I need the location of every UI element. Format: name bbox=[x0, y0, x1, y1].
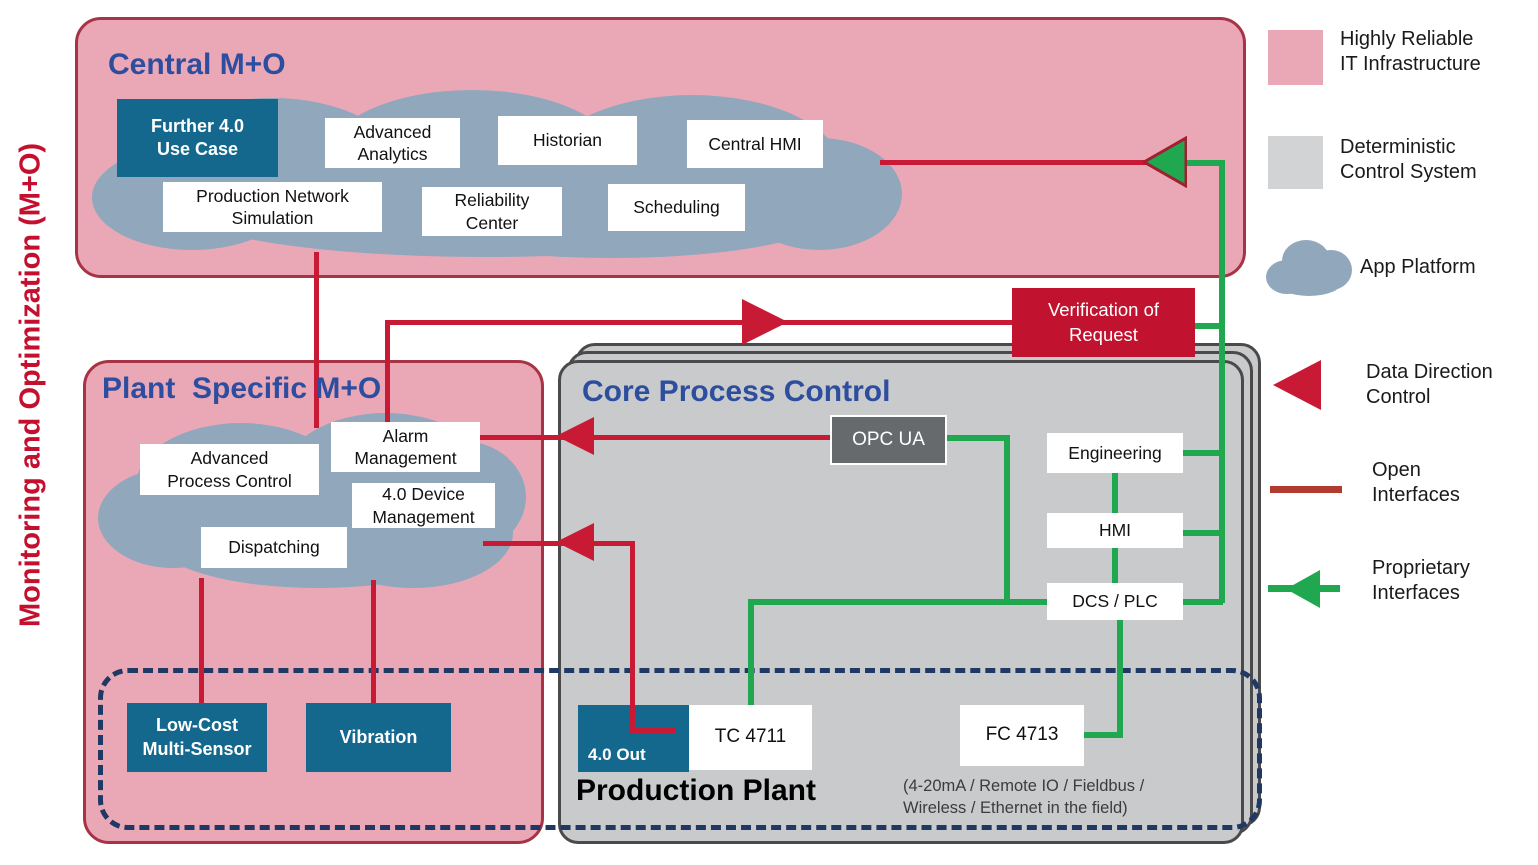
legend-gray-swatch-icon bbox=[1268, 136, 1323, 189]
field-level-dashed-boundary bbox=[98, 668, 1262, 830]
red-connector-to-verification bbox=[387, 320, 1012, 325]
green-connector-opcua-right bbox=[943, 435, 1010, 441]
engineering-box: Engineering bbox=[1047, 433, 1183, 473]
verification-of-request-box: Verification of Request bbox=[1012, 288, 1195, 357]
fc-4713-box: FC 4713 bbox=[960, 705, 1084, 766]
dispatching-box: Dispatching bbox=[201, 527, 347, 568]
opc-ua-box: OPC UA bbox=[830, 415, 947, 465]
historian-box: Historian bbox=[498, 116, 637, 165]
data-direction-arrow-left-icon bbox=[556, 417, 594, 455]
green-connector-verification bbox=[1195, 323, 1219, 329]
green-connector-eng-hmi bbox=[1112, 473, 1118, 513]
fieldbus-note: (4-20mA / Remote IO / Fieldbus / Wireles… bbox=[903, 777, 1145, 818]
green-connector-dcs bbox=[1183, 599, 1223, 605]
legend-proprietary-arrow-icon bbox=[1286, 570, 1320, 608]
data-direction-arrow-left-icon bbox=[556, 523, 594, 561]
red-connector-alarm-up bbox=[385, 320, 390, 422]
red-connector-vibration-sensor bbox=[371, 580, 376, 707]
legend-app-platform-label: App Platform bbox=[1360, 256, 1476, 278]
red-connector-central-hmi bbox=[880, 160, 1147, 165]
central-hmi-box: Central HMI bbox=[687, 120, 823, 168]
vibration-box: Vibration bbox=[306, 703, 451, 772]
legend-pink-swatch-icon bbox=[1268, 30, 1323, 85]
production-network-simulation-box: Production Network Simulation bbox=[163, 182, 382, 232]
legend-open-interfaces-line-icon bbox=[1270, 486, 1342, 493]
legend-data-direction-arrow-icon bbox=[1273, 360, 1321, 410]
green-connector-dcs-down bbox=[1117, 620, 1123, 738]
legend-it-infrastructure-label: Highly Reliable IT Infrastructure bbox=[1340, 28, 1481, 75]
legend-cloud-icon bbox=[1266, 238, 1354, 298]
green-connector-to-fc4713 bbox=[1084, 732, 1123, 738]
red-connector-down-to-40out bbox=[630, 541, 635, 733]
green-connector-hmi-dcs bbox=[1112, 548, 1118, 583]
legend-data-direction-label: Data Direction Control bbox=[1366, 361, 1493, 408]
device-management-box: 4.0 Device Management bbox=[352, 483, 495, 528]
plant-specific-mo-title: Plant Specific M+O bbox=[102, 372, 382, 405]
tc-4711-box: TC 4711 bbox=[689, 705, 812, 770]
green-connector-triangle-stub bbox=[1183, 160, 1219, 166]
dcs-plc-box: DCS / PLC bbox=[1047, 583, 1183, 620]
green-connector-to-tc4711 bbox=[748, 599, 754, 705]
monitoring-optimization-vertical-title: Monitoring and Optimization (M+O) bbox=[14, 142, 47, 628]
red-connector-lowcost-sensor bbox=[199, 578, 204, 705]
green-connector-hmi bbox=[1183, 530, 1219, 536]
green-connector-opcua-down bbox=[1004, 435, 1010, 603]
further-40-use-case-box: Further 4.0 Use Case bbox=[117, 99, 278, 177]
central-mo-title: Central M+O bbox=[108, 48, 286, 81]
core-process-control-title: Core Process Control bbox=[582, 375, 891, 408]
advanced-process-control-box: Advanced Process Control bbox=[140, 444, 319, 495]
legend-open-interfaces-label: Open Interfaces bbox=[1372, 459, 1460, 506]
low-cost-multi-sensor-box: Low-Cost Multi-Sensor bbox=[127, 703, 267, 772]
reliability-center-box: Reliability Center bbox=[422, 187, 562, 236]
advanced-analytics-box: Advanced Analytics bbox=[325, 118, 460, 168]
green-connector-dcs-horizontal bbox=[748, 599, 1047, 605]
alarm-management-box: Alarm Management bbox=[331, 422, 480, 472]
red-connector-opcua-alarm bbox=[480, 435, 830, 440]
proprietary-arrow-left-icon bbox=[1143, 136, 1187, 188]
hmi-box: HMI bbox=[1047, 513, 1183, 548]
green-connector-engineering bbox=[1183, 450, 1219, 456]
red-connector-central-to-plant bbox=[314, 252, 319, 428]
production-plant-label: Production Plant bbox=[576, 774, 816, 807]
green-connector-main-vertical bbox=[1219, 160, 1225, 603]
legend-proprietary-label: Proprietary Interfaces bbox=[1372, 557, 1470, 604]
data-direction-arrow-right-icon bbox=[742, 299, 788, 345]
red-connector-tc-to-40out bbox=[630, 728, 675, 733]
legend-control-system-label: Deterministic Control System bbox=[1340, 136, 1477, 183]
scheduling-box: Scheduling bbox=[608, 184, 745, 231]
